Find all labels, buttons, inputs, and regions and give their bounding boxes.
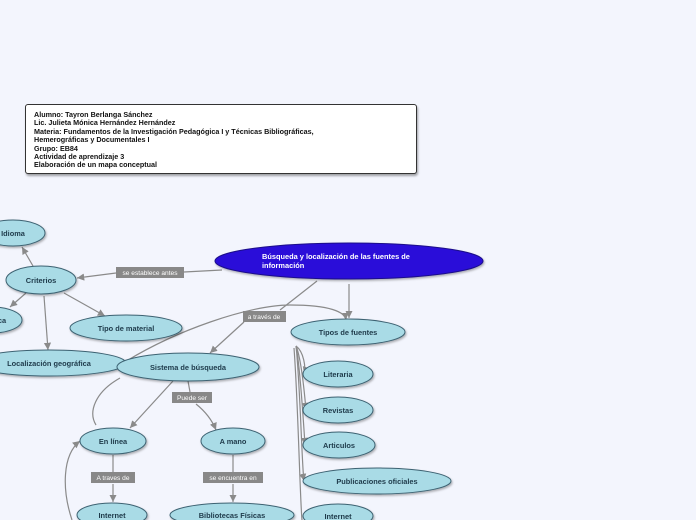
info-student: Alumno: Tayron Berlanga Sánchez [34, 110, 153, 119]
main-topic-node[interactable]: Búsqueda y localización de las fuentes d… [214, 242, 484, 280]
node-internet-right-shape[interactable] [302, 503, 374, 520]
edge-sistema-to-en-linea [129, 380, 174, 429]
node-en-linea: En línea [99, 437, 128, 446]
edge-sistema-loop [92, 377, 121, 426]
node-criterios: Criterios [26, 276, 56, 285]
node-a-mano-shape[interactable] [200, 427, 266, 455]
label-puede-ser: Puede ser [172, 392, 212, 403]
node-bibliotecas: Bibliotecas Físicas [199, 511, 266, 520]
edge-left-loop [64, 440, 81, 520]
label-se-encuentra-text: se encuentra en [209, 475, 257, 482]
info-title: Elaboración de un mapa conceptual [34, 160, 158, 170]
edge-criterios-to-localizacion [43, 295, 52, 351]
node-literaria: Literaria [323, 370, 353, 379]
label-puede-ser-text: Puede ser [177, 395, 208, 402]
node-revistas: Revistas [323, 406, 353, 415]
node-sistema-shape[interactable] [116, 352, 260, 382]
edge-sistema-curve [119, 304, 349, 366]
node-tipos-fuentes: Tipos de fuentes [319, 328, 378, 337]
label-se-establece-text: se establece antes [123, 270, 179, 277]
edge-traves-to-sistema [209, 321, 245, 354]
edge-tipos-to-publicaciones [295, 345, 307, 482]
node-tipos-fuentes-shape[interactable] [290, 318, 406, 346]
info-subject-cont: Hemerográficas y Documentales I [34, 135, 150, 145]
info-group: Grupo: EB84 [34, 143, 78, 153]
info-box: Alumno: Tayron Berlanga Sánchez Lic. Jul… [25, 104, 417, 174]
node-localizacion: Localización geográfica [7, 359, 92, 368]
label-a-traves-de-text: a través de [248, 314, 281, 321]
label-se-establece: se establece antes [116, 267, 184, 278]
edge-criterios-to-tipo-material [63, 292, 106, 317]
node-idioma: Idioma [1, 229, 26, 238]
edge-puede-to-a-mano [195, 403, 217, 431]
info-subject: Materia: Fundamentos de la Investigación… [34, 126, 314, 136]
node-partial-shape[interactable] [0, 306, 23, 334]
edge-criterios-to-idioma [21, 246, 34, 267]
node-literaria-shape[interactable] [302, 360, 374, 388]
node-internet-left-shape[interactable] [76, 502, 148, 520]
node-en-linea-shape[interactable] [79, 427, 147, 455]
node-articulos-shape[interactable] [302, 431, 376, 459]
node-publicaciones-shape[interactable] [302, 467, 452, 495]
node-bibliotecas-shape[interactable] [169, 502, 295, 520]
edge-establece-to-criterios [76, 272, 117, 281]
label-a-traves-de: a través de [243, 311, 286, 322]
label-a-traves-de-2: A traves de [91, 472, 135, 483]
node-sistema: Sistema de búsqueda [150, 363, 227, 372]
edge-main-to-label-establece [183, 269, 223, 273]
edge-sistema-to-label-puede [187, 380, 191, 393]
node-internet-left: Internet [98, 511, 126, 520]
info-teacher: Lic. Julieta Mónica Hernández Hernández [34, 118, 176, 128]
node-publicaciones: Publicaciones oficiales [336, 477, 417, 486]
node-idioma-shape[interactable] [0, 219, 46, 247]
node-a-mano: A mano [220, 437, 247, 446]
node-articulos: Articulos [323, 441, 355, 450]
info-activity: Actividad de aprendizaje 3 [34, 152, 125, 162]
node-partial: ca [0, 316, 7, 325]
node-criterios-shape[interactable] [5, 265, 77, 295]
node-internet-right: Internet [324, 512, 352, 520]
main-topic-line2: información [262, 261, 305, 270]
edge-criterios-to-partial [9, 292, 27, 308]
edge-tipos-to-internet-right [293, 347, 303, 520]
node-tipo-material-shape[interactable] [69, 314, 183, 342]
node-tipo-material: Tipo de material [98, 324, 155, 333]
label-se-encuentra: se encuentra en [203, 472, 263, 483]
node-revistas-shape[interactable] [302, 396, 374, 424]
label-a-traves-de-2-text: A traves de [97, 475, 130, 482]
main-topic-line1: Búsqueda y localización de las fuentes d… [262, 252, 410, 261]
